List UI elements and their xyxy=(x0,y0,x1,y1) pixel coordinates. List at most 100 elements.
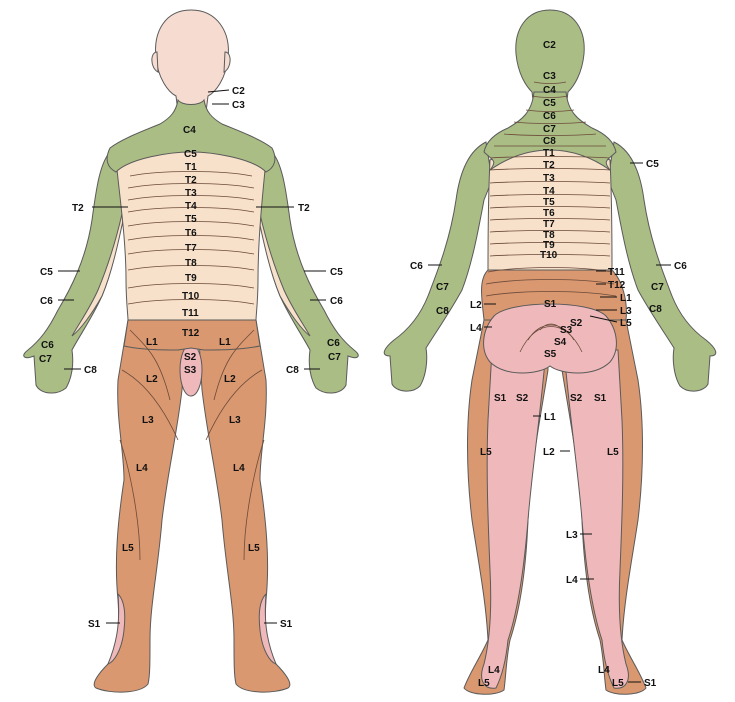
front-label-l4-right: L4 xyxy=(233,463,245,474)
back-label-t11: T11 xyxy=(608,267,625,278)
back-label-l5-foot-right: L5 xyxy=(612,678,624,689)
back-label-t2: T2 xyxy=(543,160,555,171)
front-thoracic-bands xyxy=(127,171,255,305)
back-label-t6: T6 xyxy=(543,208,555,219)
back-label-s1-thigh-right: S1 xyxy=(594,393,607,404)
back-label-t4: T4 xyxy=(543,186,555,197)
back-label-c8-left: C8 xyxy=(436,306,449,317)
front-label-s3: S3 xyxy=(184,365,197,376)
front-label-t1: T1 xyxy=(185,162,197,173)
front-label-t12: T12 xyxy=(182,328,200,339)
back-label-t3: T3 xyxy=(543,173,555,184)
front-lumbar xyxy=(123,319,261,351)
back-label-s1-foot: S1 xyxy=(644,678,657,689)
front-label-c2: C2 xyxy=(232,86,245,97)
front-label-c6-left: C6 xyxy=(40,296,53,307)
front-label-t4: T4 xyxy=(185,201,197,212)
front-label-c5: C5 xyxy=(184,149,197,160)
back-label-s1-thigh-left: S1 xyxy=(494,393,507,404)
front-label-s1-right: S1 xyxy=(280,619,293,630)
front-label-l1-left: L1 xyxy=(146,337,158,348)
front-arm-strip-right xyxy=(257,213,311,337)
back-label-c4: C4 xyxy=(543,85,556,96)
front-label-c6-hand-right: C6 xyxy=(327,338,340,349)
back-label-t10: T10 xyxy=(540,250,558,261)
front-label-c6-hand-left: C6 xyxy=(41,340,54,351)
back-neck-shoulder xyxy=(483,91,617,171)
front-label-l2-right: L2 xyxy=(224,374,236,385)
front-label-c7-right: C7 xyxy=(328,352,341,363)
front-label-c6-right: C6 xyxy=(330,296,343,307)
front-label-l1-right: L1 xyxy=(219,337,231,348)
front-label-c7-left: C7 xyxy=(39,354,52,365)
back-label-c3: C3 xyxy=(543,71,556,82)
front-leg-bands xyxy=(119,329,265,561)
back-label-t8: T8 xyxy=(543,230,555,241)
front-label-s1-left: S1 xyxy=(88,619,101,630)
back-label-c6-left: C6 xyxy=(410,261,423,272)
front-label-c8-right: C8 xyxy=(286,365,299,376)
back-arm-right xyxy=(607,141,717,392)
front-s1-strip-left xyxy=(107,592,126,665)
back-label-l3: L3 xyxy=(620,306,632,317)
back-label-c5: C5 xyxy=(543,98,556,109)
front-label-t10: T10 xyxy=(182,291,200,302)
back-buttocks xyxy=(483,303,617,374)
back-label-c6: C6 xyxy=(543,111,556,122)
back-label-s3: S3 xyxy=(560,325,573,336)
back-label-c7-left: C7 xyxy=(436,282,449,293)
back-label-c8-right: C8 xyxy=(649,304,662,315)
back-bands xyxy=(485,81,617,353)
back-label-l5-left: L5 xyxy=(480,447,492,458)
back-label-s5: S5 xyxy=(544,349,557,360)
back-label-t1: T1 xyxy=(543,148,555,159)
front-label-t2-left: T2 xyxy=(72,203,84,214)
front-ear-left xyxy=(151,51,159,73)
front-leg-right xyxy=(197,319,291,693)
front-arm-strip-left xyxy=(71,213,125,337)
back-label-s2-thigh-left: S2 xyxy=(516,393,529,404)
back-label-c8: C8 xyxy=(543,136,556,147)
back-leg-pink-left xyxy=(481,349,547,689)
back-label-c5-arm: C5 xyxy=(646,159,659,170)
front-label-t5: T5 xyxy=(185,214,197,225)
back-label-l4-left: L4 xyxy=(470,323,482,334)
back-label-l2-leg: L2 xyxy=(543,447,555,458)
front-label-t6: T6 xyxy=(185,228,197,239)
front-label-l2-left: L2 xyxy=(146,374,158,385)
back-label-c7-right: C7 xyxy=(651,282,664,293)
back-leg-pink-right xyxy=(563,349,629,689)
back-arm-left xyxy=(383,141,493,392)
front-neck-shoulder xyxy=(106,98,276,173)
front-head xyxy=(155,9,229,113)
back-label-s1-top: S1 xyxy=(544,299,557,310)
back-label-s4: S4 xyxy=(554,337,567,348)
front-label-t3: T3 xyxy=(185,188,197,199)
back-label-l3-leg: L3 xyxy=(566,530,578,541)
front-label-l3-left: L3 xyxy=(142,415,154,426)
back-label-c2: C2 xyxy=(543,40,556,51)
front-figure: C2 C3 C4 C5 T1 T2 T3 T4 T5 T6 T7 T8 T9 T… xyxy=(23,9,359,693)
back-label-l1: L1 xyxy=(620,293,632,304)
back-label-s2-top: S2 xyxy=(570,318,583,329)
front-label-l5-left: L5 xyxy=(122,543,134,554)
front-label-l5-right: L5 xyxy=(248,543,260,554)
front-label-l4-left: L4 xyxy=(136,463,148,474)
front-label-t11: T11 xyxy=(182,308,199,319)
front-label-c4: C4 xyxy=(183,125,196,136)
front-leg-left xyxy=(93,319,187,693)
back-label-l1-leg: L1 xyxy=(544,412,556,423)
front-label-l3-right: L3 xyxy=(229,415,241,426)
front-label-s2: S2 xyxy=(184,352,197,363)
back-label-l2-left: L2 xyxy=(470,300,482,311)
back-label-l4-foot-left: L4 xyxy=(488,665,500,676)
back-label-l4-foot-right: L4 xyxy=(598,665,610,676)
front-label-c8-left: C8 xyxy=(84,365,97,376)
back-label-t12: T12 xyxy=(608,280,626,291)
front-label-t9: T9 xyxy=(185,273,197,284)
front-ear-right xyxy=(223,51,231,73)
front-label-t2: T2 xyxy=(185,175,197,186)
front-label-t2-right: T2 xyxy=(298,203,310,214)
back-label-l5-right: L5 xyxy=(607,447,619,458)
